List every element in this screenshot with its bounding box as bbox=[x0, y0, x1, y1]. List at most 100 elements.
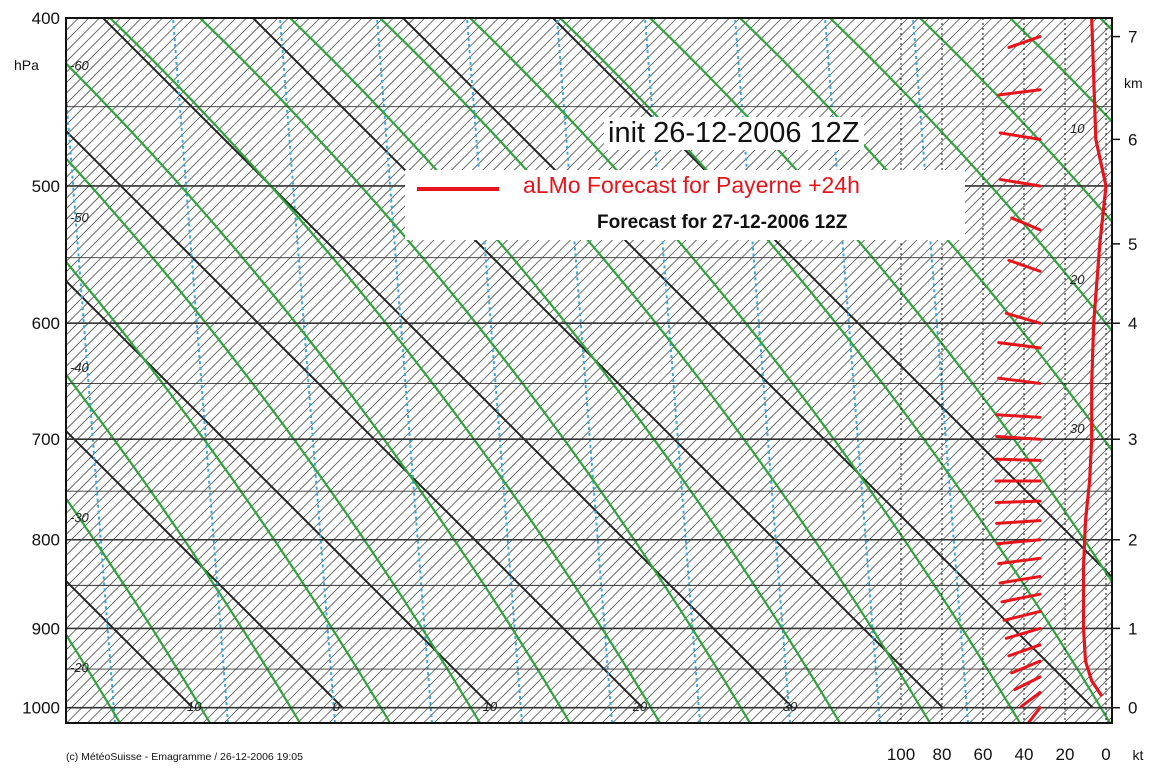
hatch-line bbox=[0, 18, 16, 723]
dry-adiabat-line bbox=[829, 18, 1112, 333]
hatch-line bbox=[66, 18, 709, 662]
hatch-line bbox=[66, 18, 258, 210]
wind-speed-tick-label: 80 bbox=[933, 745, 952, 764]
hatch-line bbox=[276, 18, 982, 723]
wind-unit-label: kt bbox=[1133, 747, 1144, 763]
hatch-line bbox=[475, 86, 1112, 723]
wind-barb bbox=[1007, 258, 1042, 273]
wind-profile-label: 20 bbox=[1069, 272, 1085, 287]
hatch-line bbox=[360, 18, 1066, 723]
hatch-line bbox=[801, 411, 1112, 723]
hatch-line bbox=[1148, 18, 1159, 723]
wind-speed-tick-label: 0 bbox=[1101, 745, 1110, 764]
isotherm-label: -10 bbox=[183, 699, 203, 714]
wind-barb bbox=[1007, 643, 1042, 658]
hatch-line bbox=[66, 18, 310, 263]
hatch-line bbox=[1138, 18, 1159, 723]
dry-adiabat-line bbox=[66, 156, 481, 723]
hatch-line bbox=[66, 18, 394, 347]
isotherm-label: 0 bbox=[333, 699, 341, 714]
hatch-line bbox=[286, 18, 993, 723]
hatch-line bbox=[66, 18, 436, 389]
hatch-line bbox=[66, 18, 552, 504]
isotherm-label: -40 bbox=[70, 360, 90, 375]
wind-barb bbox=[997, 341, 1042, 350]
init-time-label: init 26-12-2006 12Z bbox=[604, 117, 864, 150]
hatch-line bbox=[66, 18, 405, 357]
hatch-line bbox=[349, 18, 1056, 723]
hatch-line bbox=[990, 600, 1112, 723]
hatch-line bbox=[370, 18, 1077, 723]
wind-barb bbox=[1000, 592, 1042, 604]
pressure-tick-label: 1000 bbox=[22, 699, 60, 718]
isotherm-label: 20 bbox=[632, 699, 648, 714]
hatch-line bbox=[832, 443, 1112, 723]
hatch-line bbox=[517, 128, 1112, 723]
hatch-line bbox=[675, 285, 1112, 723]
mixing-ratio-line bbox=[279, 18, 336, 723]
legend: aLMo Forecast for Payerne +24h Forecast … bbox=[405, 170, 965, 240]
wind-barb bbox=[995, 435, 1042, 441]
hatch-line bbox=[664, 275, 1112, 723]
mixing-ratio-line bbox=[912, 18, 969, 723]
wind-barb bbox=[1004, 311, 1042, 325]
hatch-line bbox=[66, 18, 646, 599]
hatch-line bbox=[706, 317, 1112, 723]
isotherm-line bbox=[66, 579, 194, 709]
hatch-line bbox=[66, 18, 384, 336]
hatch-line bbox=[696, 306, 1112, 723]
hatch-line bbox=[66, 18, 531, 483]
hatch-line bbox=[66, 18, 342, 294]
hatch-line bbox=[444, 54, 1112, 723]
wind-barb bbox=[998, 177, 1042, 188]
isotherm-label: -50 bbox=[70, 210, 90, 225]
hatch-line bbox=[66, 18, 699, 651]
hatch-line bbox=[66, 18, 237, 189]
hatch-line bbox=[381, 18, 1087, 723]
hatch-line bbox=[874, 485, 1112, 723]
hatch-line bbox=[66, 18, 667, 620]
height-tick-label: 7 bbox=[1128, 28, 1137, 47]
legend-swatch-temperature bbox=[417, 187, 499, 191]
hatch-line bbox=[66, 18, 268, 221]
height-tick-label: 1 bbox=[1128, 619, 1137, 638]
hatch-line bbox=[601, 212, 1112, 723]
hatch-line bbox=[654, 264, 1112, 723]
height-tick-label: 2 bbox=[1128, 531, 1137, 550]
height-tick-label: 3 bbox=[1128, 430, 1137, 449]
wind-barb bbox=[1010, 216, 1042, 232]
hatch-line bbox=[66, 18, 636, 588]
isotherm-label: -30 bbox=[70, 510, 90, 525]
pressure-tick-label: 900 bbox=[32, 619, 60, 638]
wind-barb bbox=[1019, 690, 1042, 708]
hatch-line bbox=[969, 579, 1112, 723]
hatch-line bbox=[633, 243, 1112, 723]
wind-barb bbox=[1004, 626, 1042, 640]
hatch-line bbox=[528, 138, 1112, 723]
hatch-line bbox=[66, 18, 688, 641]
wind-barb bbox=[1002, 609, 1042, 622]
hatch-line bbox=[66, 18, 69, 21]
dry-adiabat-line bbox=[66, 372, 301, 723]
pressure-unit-label: hPa bbox=[14, 57, 39, 73]
pressure-tick-label: 400 bbox=[32, 9, 60, 28]
isotherm-line bbox=[66, 129, 644, 709]
hatch-line bbox=[864, 474, 1112, 723]
isotherm-line bbox=[66, 429, 344, 709]
hatch-line bbox=[1074, 684, 1112, 723]
wind-barb bbox=[997, 556, 1042, 566]
mixing-ratio-line bbox=[66, 82, 116, 723]
hatch-line bbox=[66, 18, 541, 494]
hatch-line bbox=[297, 18, 1003, 723]
wind-barb bbox=[997, 88, 1042, 97]
wind-barb bbox=[1010, 659, 1042, 675]
pressure-tick-label: 600 bbox=[32, 314, 60, 333]
hatch-line bbox=[66, 18, 226, 179]
height-unit-label: km bbox=[1124, 75, 1143, 91]
height-tick-label: 4 bbox=[1128, 314, 1137, 333]
dry-adiabat-line bbox=[0, 18, 30, 723]
hatch-line bbox=[570, 180, 1112, 723]
wind-barb bbox=[995, 519, 1042, 525]
hatch-line bbox=[717, 327, 1112, 723]
